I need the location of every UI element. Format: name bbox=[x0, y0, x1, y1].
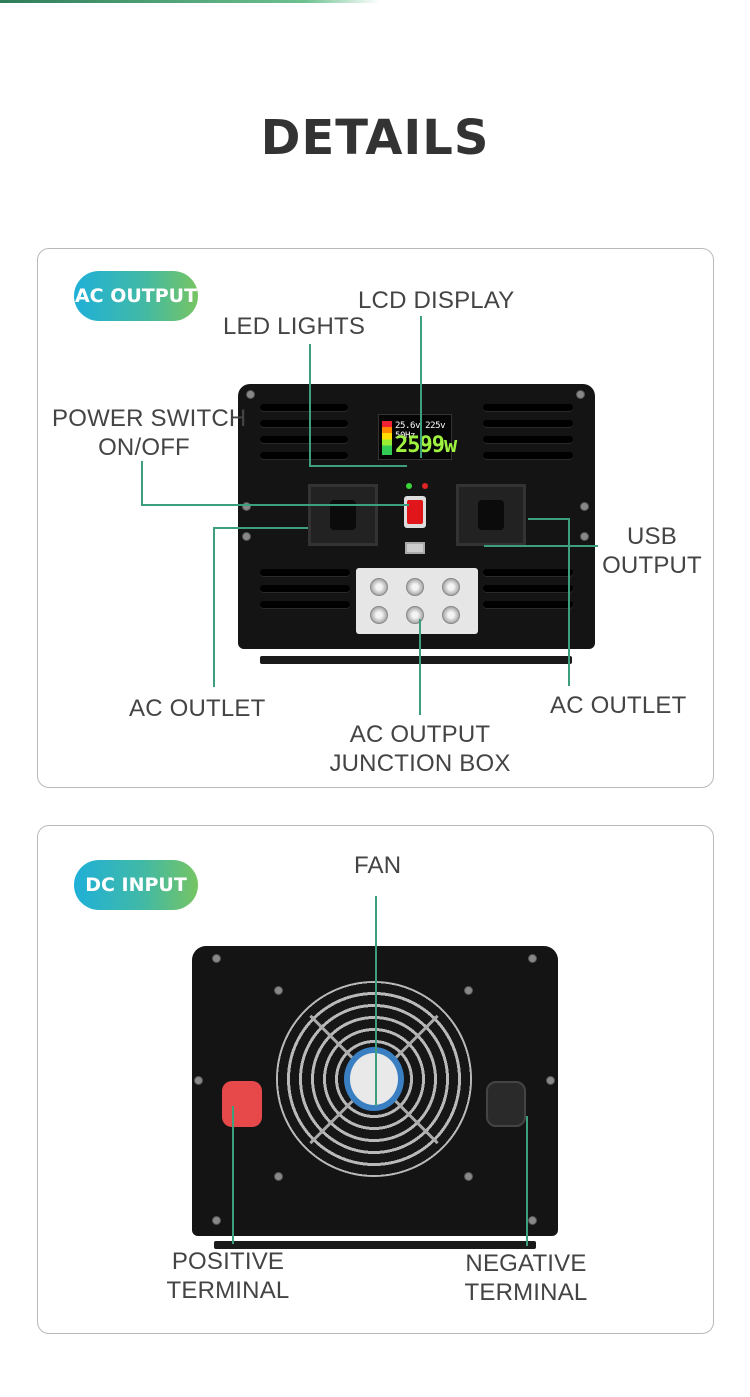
leader-line-fan bbox=[375, 896, 377, 1106]
ac-outlet-left-socket bbox=[308, 484, 378, 546]
terminal-screw bbox=[442, 606, 460, 624]
usb-port bbox=[405, 542, 425, 554]
terminal-screw bbox=[370, 578, 388, 596]
terminal-screw bbox=[370, 606, 388, 624]
vent-slot bbox=[483, 420, 573, 427]
inverter-back-image bbox=[192, 946, 558, 1236]
dc-input-panel: DC INPUT FAN POSITIVE TERMINAL NEGATIVE … bbox=[37, 825, 714, 1334]
terminal-screw bbox=[442, 578, 460, 596]
label-led-lights: LED LIGHTS bbox=[223, 313, 366, 340]
label-positive-terminal: POSITIVE TERMINAL bbox=[166, 1248, 290, 1304]
leader-line-outlet-right bbox=[528, 518, 570, 520]
vent-slot bbox=[483, 585, 573, 592]
vent-slot bbox=[260, 436, 348, 443]
screw bbox=[528, 954, 537, 963]
vent-slot bbox=[483, 404, 573, 411]
inverter-foot bbox=[214, 1241, 536, 1249]
label-fan: FAN bbox=[354, 852, 402, 879]
screw bbox=[212, 954, 221, 963]
leader-line-usb bbox=[484, 545, 598, 547]
leader-line-outlet-left bbox=[213, 527, 215, 687]
inverter-front-image: 25.6v 225v 50Hz 2599w bbox=[238, 384, 595, 649]
led-red-icon bbox=[422, 483, 428, 489]
fan-icon bbox=[344, 1047, 404, 1111]
ac-output-badge: AC OUTPUT bbox=[74, 271, 198, 321]
leader-line-switch bbox=[141, 504, 409, 506]
fan-screw bbox=[274, 1172, 283, 1181]
fan-screw bbox=[464, 1172, 473, 1181]
fan-screw bbox=[464, 986, 473, 995]
screw bbox=[194, 1076, 203, 1085]
lcd-watt-readout: 2599w bbox=[395, 433, 457, 458]
vent-slot bbox=[260, 420, 348, 427]
ac-output-panel: AC OUTPUT 25.6v 225v 50Hz 2599w bbox=[37, 248, 714, 788]
vent-slot bbox=[483, 452, 573, 459]
vent-slot bbox=[260, 585, 350, 592]
screw bbox=[242, 532, 251, 541]
vent-slot bbox=[483, 436, 573, 443]
label-ac-junction-box: AC OUTPUT JUNCTION BOX bbox=[329, 721, 511, 777]
vent-slot bbox=[260, 452, 348, 459]
positive-terminal-icon bbox=[222, 1081, 262, 1127]
label-ac-outlet-left: AC OUTLET bbox=[129, 695, 266, 722]
fan-screw bbox=[274, 986, 283, 995]
lcd-screen: 25.6v 225v 50Hz 2599w bbox=[378, 414, 457, 460]
leader-line-positive bbox=[232, 1106, 234, 1244]
screw bbox=[546, 1076, 555, 1085]
label-usb-output: USB OUTPUT bbox=[602, 523, 702, 579]
led-green-icon bbox=[406, 483, 412, 489]
screw bbox=[242, 502, 251, 511]
leader-line-led bbox=[309, 465, 407, 467]
screw bbox=[528, 1216, 537, 1225]
leader-line-junction-box bbox=[419, 619, 421, 715]
screw bbox=[580, 502, 589, 511]
label-negative-terminal: NEGATIVE TERMINAL bbox=[464, 1250, 588, 1306]
page-title: DETAILS bbox=[260, 110, 490, 166]
power-switch-rocker bbox=[404, 496, 426, 528]
terminal-screw bbox=[406, 606, 424, 624]
junction-box-terminal-block bbox=[356, 568, 478, 634]
inverter-foot bbox=[260, 656, 572, 664]
dc-input-badge: DC INPUT bbox=[74, 860, 198, 910]
vent-slot bbox=[483, 601, 573, 608]
top-accent-bar bbox=[0, 0, 380, 3]
battery-level-icon bbox=[382, 421, 392, 455]
leader-line-outlet-right bbox=[568, 518, 570, 686]
label-ac-outlet-right: AC OUTLET bbox=[550, 692, 687, 719]
vent-slot bbox=[260, 404, 348, 411]
screw bbox=[580, 532, 589, 541]
leader-line-switch bbox=[141, 461, 143, 506]
vent-slot bbox=[483, 569, 573, 576]
leader-line-led bbox=[309, 344, 311, 467]
negative-terminal-icon bbox=[486, 1081, 526, 1127]
vent-slot bbox=[260, 569, 350, 576]
leader-line-negative bbox=[526, 1116, 528, 1246]
ac-outlet-right-socket bbox=[456, 484, 526, 546]
label-lcd-display: LCD DISPLAY bbox=[358, 287, 515, 314]
leader-line-lcd bbox=[420, 316, 422, 458]
terminal-screw bbox=[406, 578, 424, 596]
screw bbox=[576, 390, 585, 399]
label-power-switch: POWER SWITCH ON/OFF bbox=[52, 405, 247, 461]
leader-line-outlet-left bbox=[213, 527, 308, 529]
vent-slot bbox=[260, 601, 350, 608]
screw bbox=[246, 390, 255, 399]
screw bbox=[212, 1216, 221, 1225]
